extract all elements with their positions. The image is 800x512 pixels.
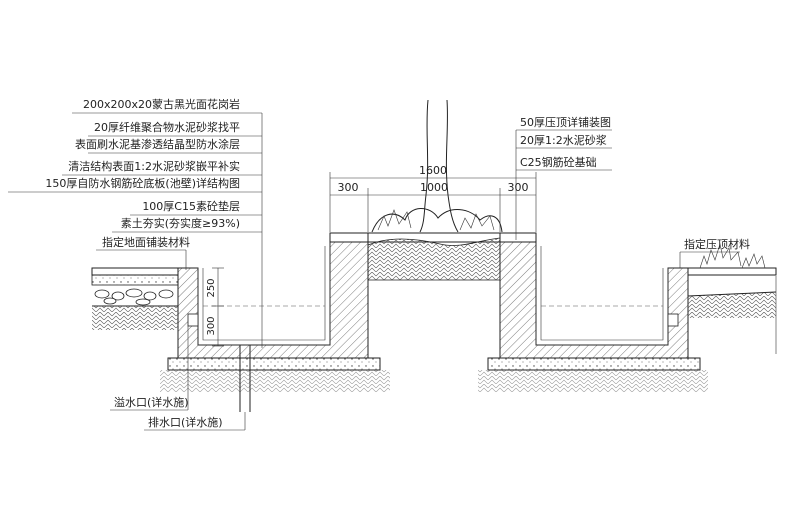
dim-center: 1000 — [420, 181, 448, 194]
left-layer-labels: 200x200x20蒙古黑光面花岗岩 20厚纤维聚合物水泥砂浆找平 表面刷水泥基… — [8, 97, 263, 348]
layer-label: 表面刷水泥基渗透结晶型防水涂层 — [75, 137, 240, 151]
dim-right-ledge: 300 — [508, 181, 529, 194]
pool-structure — [167, 232, 701, 371]
layer-label: 150厚自防水钢筋砼底板(池壁)详结构图 — [45, 176, 240, 190]
right-coping-label: 指定压顶材料 — [684, 237, 750, 251]
layer-label: 清洁结构表面1:2水泥砂浆嵌平补实 — [68, 159, 240, 173]
left-ground-paving — [91, 267, 179, 330]
left-paving-label: 指定地面铺装材料 — [102, 235, 190, 249]
layer-label: 50厚压顶详铺装图 — [520, 115, 611, 129]
drain-outlet-label: 排水口(详水施) — [148, 415, 223, 429]
drain-pipes — [187, 313, 679, 412]
layer-label: 20厚纤维聚合物水泥砂浆找平 — [94, 120, 240, 134]
layer-label: C25钢筋砼基础 — [520, 155, 597, 169]
dim-overall: 1600 — [419, 164, 447, 177]
dim-depth-upper: 250 — [206, 278, 217, 297]
soil-left — [160, 370, 390, 392]
right-layer-labels: 50厚压顶详铺装图 20厚1:2水泥砂浆 C25钢筋砼基础 — [515, 115, 612, 240]
soil-right — [478, 370, 708, 392]
top-dimensions: 1600 1000 300 300 — [329, 164, 537, 232]
outlet-labels: 溢水口(详水施) 排水口(详水施) — [110, 326, 246, 431]
layer-label: 100厚C15素砼垫层 — [142, 199, 240, 213]
dim-depth-lower: 300 — [206, 316, 217, 335]
overflow-outlet-label: 溢水口(详水施) — [114, 395, 189, 409]
layer-label: 20厚1:2水泥砂浆 — [520, 133, 607, 147]
dim-left-ledge: 300 — [338, 181, 359, 194]
depth-dimensions: 250 300 — [206, 267, 224, 347]
layer-label: 200x200x20蒙古黑光面花岗岩 — [83, 97, 240, 111]
layer-label: 素土夯实(夯实度≥93%) — [121, 216, 240, 230]
right-ground-paving — [687, 242, 777, 318]
